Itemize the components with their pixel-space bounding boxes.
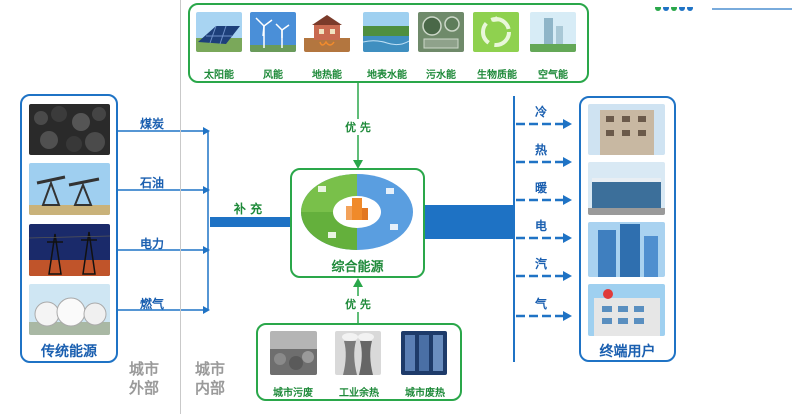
- surface-water-photo: [363, 12, 409, 52]
- output-warm-label: 暖: [535, 181, 548, 195]
- building-icon: [588, 222, 665, 277]
- power-tower-icon: [29, 224, 110, 276]
- power-label: 电力: [140, 237, 165, 251]
- energy-hub-icon: [301, 174, 413, 250]
- output-steam-label: 汽: [535, 257, 548, 271]
- priority-bottom-label: 优 先: [335, 296, 381, 312]
- urban-heat-label: 城市废热: [405, 388, 445, 399]
- oil-photo: [29, 163, 110, 215]
- building-photo-3: [588, 222, 665, 277]
- oil-label: 石油: [140, 176, 165, 190]
- zone-divider: [180, 0, 181, 414]
- zone-outside-label: 城市 外部: [124, 360, 164, 398]
- urban-heat-photo: [401, 331, 447, 375]
- coal-photo: [29, 104, 110, 155]
- zone-inside-label: 城市 内部: [190, 360, 230, 398]
- solar-photo: [196, 12, 242, 52]
- gas-label: 燃气: [140, 297, 165, 311]
- geothermal-photo: [304, 12, 350, 52]
- output-power-label: 电: [535, 219, 548, 233]
- supplement-label: 补 充: [233, 202, 263, 216]
- supplement-bar: [210, 217, 294, 227]
- renewable-label: 污水能: [426, 70, 456, 81]
- air-photo: [530, 12, 576, 52]
- renewable-label: 太阳能: [204, 70, 234, 81]
- output-bar: [425, 205, 515, 239]
- air-tower-icon: [530, 12, 576, 52]
- priority-top-label: 优 先: [335, 119, 381, 135]
- integrated-energy-title: 综合能源: [331, 260, 384, 275]
- logo-mark-icon: [655, 5, 792, 11]
- sewage-photo: [418, 12, 464, 52]
- building-photo-2: [588, 162, 665, 215]
- integrated-energy-hub: [300, 172, 415, 252]
- building-icon: [588, 284, 665, 336]
- waste-photo: [270, 331, 317, 375]
- output-cold-label: 冷: [535, 105, 548, 119]
- solar-panel-icon: [196, 12, 242, 52]
- building-photo-4: [588, 284, 665, 336]
- industrial-heat-photo: [335, 331, 381, 375]
- output-gas-label: 气: [535, 297, 548, 311]
- cooling-tower-icon: [335, 331, 381, 375]
- industrial-heat-label: 工业余热: [339, 388, 379, 399]
- oil-pump-icon: [29, 163, 110, 215]
- output-bracket: [513, 96, 515, 362]
- output-heat-label: 热: [535, 143, 548, 157]
- biomass-photo: [473, 12, 519, 52]
- renewable-label: 空气能: [538, 70, 568, 81]
- renewable-label: 生物质能: [477, 70, 517, 81]
- recycle-icon: [473, 12, 519, 52]
- wind-photo: [250, 12, 296, 52]
- renewable-label: 地热能: [312, 70, 342, 81]
- power-photo: [29, 224, 110, 276]
- server-room-icon: [401, 331, 447, 375]
- zone-inside-line1: 城市: [194, 360, 225, 378]
- building-icon: [588, 162, 665, 215]
- wind-turbine-icon: [250, 12, 296, 52]
- urban-waste-label: 城市污废: [273, 388, 313, 399]
- zone-outside-line2: 外部: [128, 379, 159, 397]
- building-icon: [588, 104, 665, 155]
- zone-outside-line1: 城市: [128, 360, 159, 378]
- traditional-energy-title: 传统能源: [41, 344, 97, 360]
- coal-label: 煤炭: [140, 117, 165, 131]
- end-users-title: 终端用户: [599, 344, 656, 360]
- coal-icon: [29, 104, 110, 155]
- traditional-connectors: [118, 127, 210, 314]
- geothermal-house-icon: [304, 12, 350, 52]
- building-photo-1: [588, 104, 665, 155]
- gas-photo: [29, 284, 110, 335]
- renewable-label: 地表水能: [367, 70, 407, 81]
- sewage-plant-icon: [418, 12, 464, 52]
- output-arrows: [516, 119, 572, 321]
- waste-icon: [270, 331, 317, 375]
- zone-inside-line2: 内部: [194, 379, 225, 397]
- gas-tanks-icon: [29, 284, 110, 335]
- renewable-label: 风能: [263, 70, 283, 81]
- lake-icon: [363, 12, 409, 52]
- logo: [652, 0, 800, 11]
